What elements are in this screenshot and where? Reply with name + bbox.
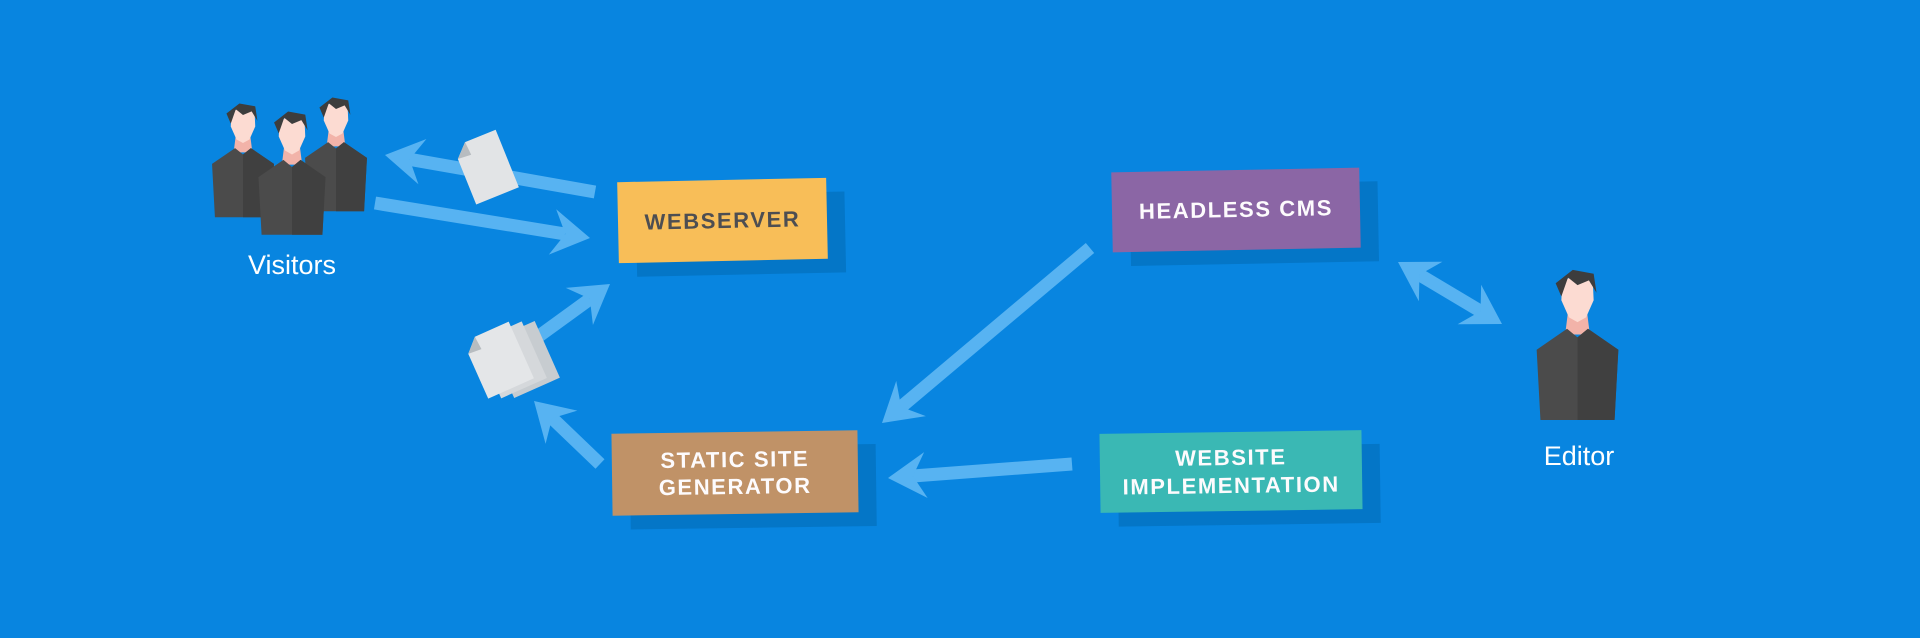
document-icon — [457, 129, 519, 205]
editor-label: Editor — [1543, 441, 1615, 471]
node-headless-cms: HEADLESS CMS — [1111, 167, 1361, 253]
arrow-ssg-to-stack — [534, 401, 605, 469]
stack-page-front — [468, 321, 534, 399]
node-website-implementation: WEBSITE IMPLEMENTATION — [1099, 430, 1363, 513]
people-group-icon — [212, 97, 367, 235]
arrow-cms-to-ssg — [882, 243, 1095, 423]
node-headless-cms-label: HEADLESS CMS — [1138, 195, 1334, 225]
visitor-person-center — [258, 111, 326, 235]
node-webserver: WEBSERVER — [617, 177, 828, 264]
documents-stack-icon — [468, 321, 560, 399]
node-ssg-label: STATIC SITE GENERATOR — [658, 445, 812, 501]
person-icon — [1536, 269, 1619, 420]
node-website-impl-label: WEBSITE IMPLEMENTATION — [1122, 444, 1340, 500]
arrow-website-impl-to-ssg — [888, 452, 1073, 499]
node-webserver-label: WEBSERVER — [644, 206, 801, 235]
node-static-site-generator: STATIC SITE GENERATOR — [611, 430, 859, 516]
editor-person — [1536, 269, 1619, 420]
visitors-label: Visitors — [247, 250, 337, 280]
arrow-visitors-to-webserver — [373, 196, 590, 255]
arrow-cms-editor-two-way — [1398, 261, 1502, 325]
